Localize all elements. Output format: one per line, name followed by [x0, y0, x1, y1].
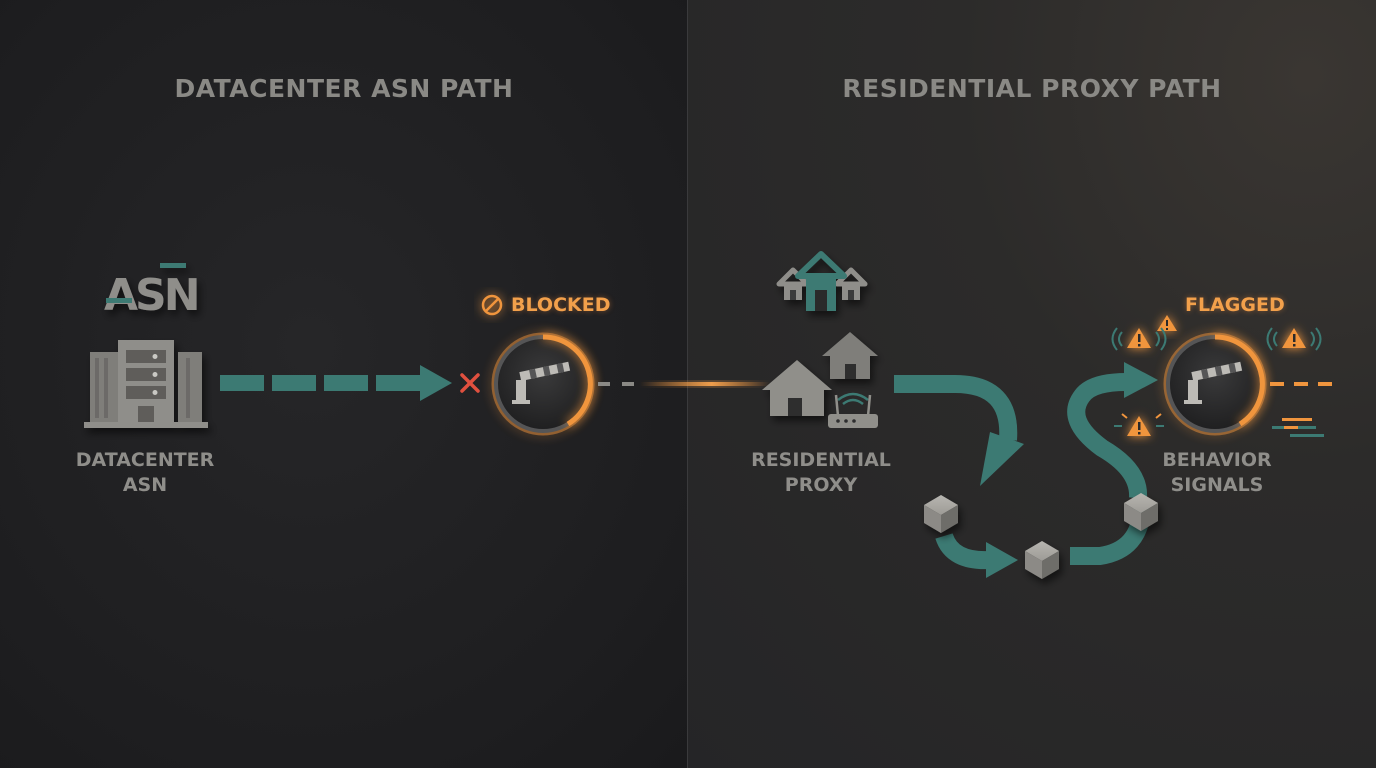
- router-icon: [828, 392, 878, 428]
- route-arrowhead-gate: [1124, 362, 1158, 398]
- barrier-gate-icon: [491, 332, 595, 436]
- blocked-status-label: BLOCKED: [511, 294, 611, 316]
- node-cube-icon: [1025, 541, 1059, 579]
- blocked-trail-dash: [598, 382, 634, 386]
- residential-routing-path: [894, 373, 1151, 570]
- prohibited-icon: [481, 294, 503, 316]
- blocked-x-icon: [460, 373, 480, 393]
- right-panel-title: RESIDENTIAL PROXY PATH: [842, 74, 1222, 103]
- barrier-gate-icon: [1163, 332, 1267, 436]
- house-cluster-icon: [776, 251, 868, 311]
- speed-lines: [1272, 418, 1324, 437]
- house-icon: [762, 332, 878, 416]
- asn-logo-icon: ASN: [104, 263, 201, 321]
- route-arrowhead-down: [980, 432, 1024, 486]
- datacenter-asn-label: DATACENTER ASN: [75, 449, 215, 496]
- node-cube-icon: [1124, 493, 1158, 531]
- datacenter-request-arrow: [220, 365, 452, 401]
- transition-flare: [640, 382, 770, 386]
- flagged-status-label: FLAGGED: [1185, 294, 1285, 316]
- datacenter-server-icon: [84, 340, 208, 428]
- warning-icon: [1127, 328, 1151, 348]
- signal-waves-icon: [1266, 327, 1322, 351]
- warning-icon: [1282, 328, 1306, 348]
- node-cube-icon: [924, 495, 958, 533]
- warning-icon: [1127, 416, 1151, 436]
- signal-waves-icon: [1111, 327, 1167, 351]
- residential-proxy-label: RESIDENTIAL PROXY: [751, 449, 891, 496]
- svg-text:ASN: ASN: [104, 270, 198, 321]
- left-panel-title: DATACENTER ASN PATH: [174, 74, 514, 103]
- route-arrowhead-right: [986, 542, 1018, 578]
- behavior-signals-label: BEHAVIOR SIGNALS: [1162, 449, 1272, 496]
- flagged-trail-dash: [1270, 382, 1332, 386]
- warning-icon: [1157, 315, 1177, 331]
- signal-dashes: [1114, 413, 1164, 427]
